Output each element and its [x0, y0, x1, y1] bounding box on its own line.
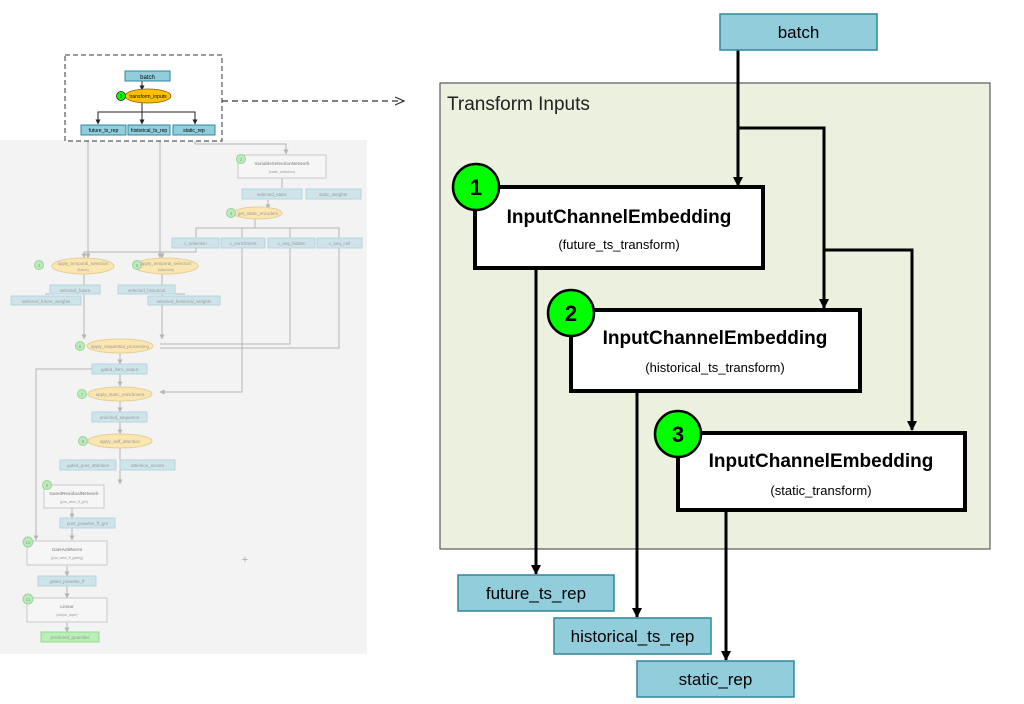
- overview-batch-node: [124, 70, 171, 82]
- embedding-3-title: InputChannelEmbedding: [709, 451, 934, 472]
- svg-text:c_seq_cell: c_seq_cell: [329, 241, 350, 246]
- embedding-1-subtitle: (future_ts_transform): [558, 237, 679, 252]
- badge-2: [546, 288, 596, 338]
- overview-vsn-node: [237, 154, 327, 179]
- overview-batch-label: batch: [140, 75, 155, 81]
- svg-text:apply_self_attention: apply_self_attention: [100, 439, 141, 444]
- svg-text:2: 2: [240, 157, 243, 162]
- svg-text:c_seq_hidden: c_seq_hidden: [277, 241, 306, 246]
- svg-text:Linear: Linear: [60, 604, 74, 609]
- svg-text:9: 9: [46, 483, 49, 488]
- svg-text:3: 3: [672, 422, 684, 447]
- overview-historical-rep: [127, 124, 171, 136]
- static-rep-label: static_rep: [679, 670, 753, 689]
- overview-static-rep: [172, 124, 216, 136]
- svg-text:gated_lstm_output: gated_lstm_output: [101, 367, 139, 372]
- svg-text:8: 8: [82, 439, 85, 444]
- svg-text:apply_sequential_processing: apply_sequential_processing: [91, 344, 150, 349]
- future-ts-rep-node: [457, 574, 615, 612]
- embedding-node-1: InputChannelEmbedding (future_ts_transfo…: [451, 162, 765, 270]
- main-edges: [531, 50, 917, 661]
- svg-text:(output_layer): (output_layer): [56, 613, 78, 617]
- svg-text:3: 3: [230, 211, 233, 216]
- historical-ts-rep-label: historical_ts_rep: [571, 627, 695, 646]
- batch-label: batch: [778, 23, 820, 42]
- embedding-node-3: InputChannelEmbedding (static_transform)…: [653, 409, 967, 512]
- historical-ts-rep-node: [553, 617, 712, 655]
- svg-text:1: 1: [470, 175, 482, 200]
- svg-text:(pos_wise_ff_grn): (pos_wise_ff_grn): [60, 500, 88, 504]
- embedding-3-subtitle: (static_transform): [770, 483, 871, 498]
- svg-text:11: 11: [26, 597, 31, 602]
- svg-text:future_ts_rep: future_ts_rep: [89, 128, 119, 134]
- svg-text:predicted_quantiles: predicted_quantiles: [50, 635, 90, 640]
- svg-text:selected_historical: selected_historical: [128, 288, 165, 293]
- embedding-1-title: InputChannelEmbedding: [507, 207, 732, 228]
- svg-text:VariableSelectionNetwork: VariableSelectionNetwork: [254, 161, 310, 166]
- overview-panel: [0, 140, 367, 654]
- svg-text:historical_ts_rep: historical_ts_rep: [131, 128, 168, 134]
- svg-text:apply_temporal_selection: apply_temporal_selection: [57, 261, 109, 266]
- svg-text:attention_scores: attention_scores: [131, 463, 165, 468]
- plus-icon: +: [242, 554, 248, 566]
- svg-text:(historical): (historical): [158, 268, 174, 272]
- svg-text:post_poswise_ff_grn: post_poswise_ff_grn: [67, 521, 109, 526]
- svg-text:GatedResidualNetwork: GatedResidualNetwork: [49, 491, 99, 496]
- svg-text:selected_historical_weights: selected_historical_weights: [157, 299, 213, 304]
- svg-text:1: 1: [120, 94, 123, 100]
- svg-text:enriched_sequence: enriched_sequence: [100, 415, 140, 420]
- svg-text:c_selection: c_selection: [184, 241, 207, 246]
- svg-text:gated_post_attention: gated_post_attention: [67, 463, 110, 468]
- svg-text:5: 5: [136, 263, 139, 268]
- svg-text:6: 6: [79, 344, 82, 349]
- svg-text:get_static_encoders: get_static_encoders: [238, 211, 279, 216]
- overview-future-rep: [80, 124, 127, 136]
- group-title: Transform Inputs: [447, 94, 590, 115]
- svg-text:selected_future_weights: selected_future_weights: [22, 299, 71, 304]
- future-ts-rep-label: future_ts_rep: [486, 584, 586, 603]
- overview-badge-1: [116, 91, 126, 101]
- badge-1: [451, 162, 501, 212]
- svg-text:static_weights: static_weights: [319, 192, 348, 197]
- svg-text:2: 2: [565, 301, 577, 326]
- svg-text:apply_temporal_selection: apply_temporal_selection: [140, 261, 192, 266]
- svg-text:7: 7: [81, 392, 84, 397]
- static-rep-node: [636, 660, 795, 698]
- svg-text:10: 10: [25, 540, 31, 545]
- svg-text:selected_static: selected_static: [257, 192, 288, 197]
- overview-diagram: batch 1 transform_inputs future_ts_rep h…: [10, 54, 363, 643]
- svg-text:gated_poswise_ff: gated_poswise_ff: [50, 579, 86, 584]
- svg-text:c_enrichment: c_enrichment: [229, 241, 257, 246]
- badge-3: [653, 409, 703, 459]
- embedding-node-2: InputChannelEmbedding (historical_ts_tra…: [546, 288, 862, 393]
- svg-text:(future): (future): [77, 268, 88, 272]
- svg-text:selected_future: selected_future: [60, 288, 91, 293]
- embedding-2-title: InputChannelEmbedding: [603, 328, 828, 349]
- embedding-2-subtitle: (historical_ts_transform): [645, 360, 784, 375]
- svg-text:(static_selection): (static_selection): [269, 170, 295, 174]
- svg-text:4: 4: [38, 263, 41, 268]
- svg-text:GateAddNorm: GateAddNorm: [52, 547, 83, 552]
- svg-text:static_rep: static_rep: [183, 128, 205, 134]
- overview-transform-label: transform_inputs: [129, 94, 167, 100]
- batch-node: [719, 13, 878, 51]
- svg-text:apply_static_enrichment: apply_static_enrichment: [96, 392, 145, 397]
- svg-text:(pos_wise_ff_gating): (pos_wise_ff_gating): [51, 556, 83, 560]
